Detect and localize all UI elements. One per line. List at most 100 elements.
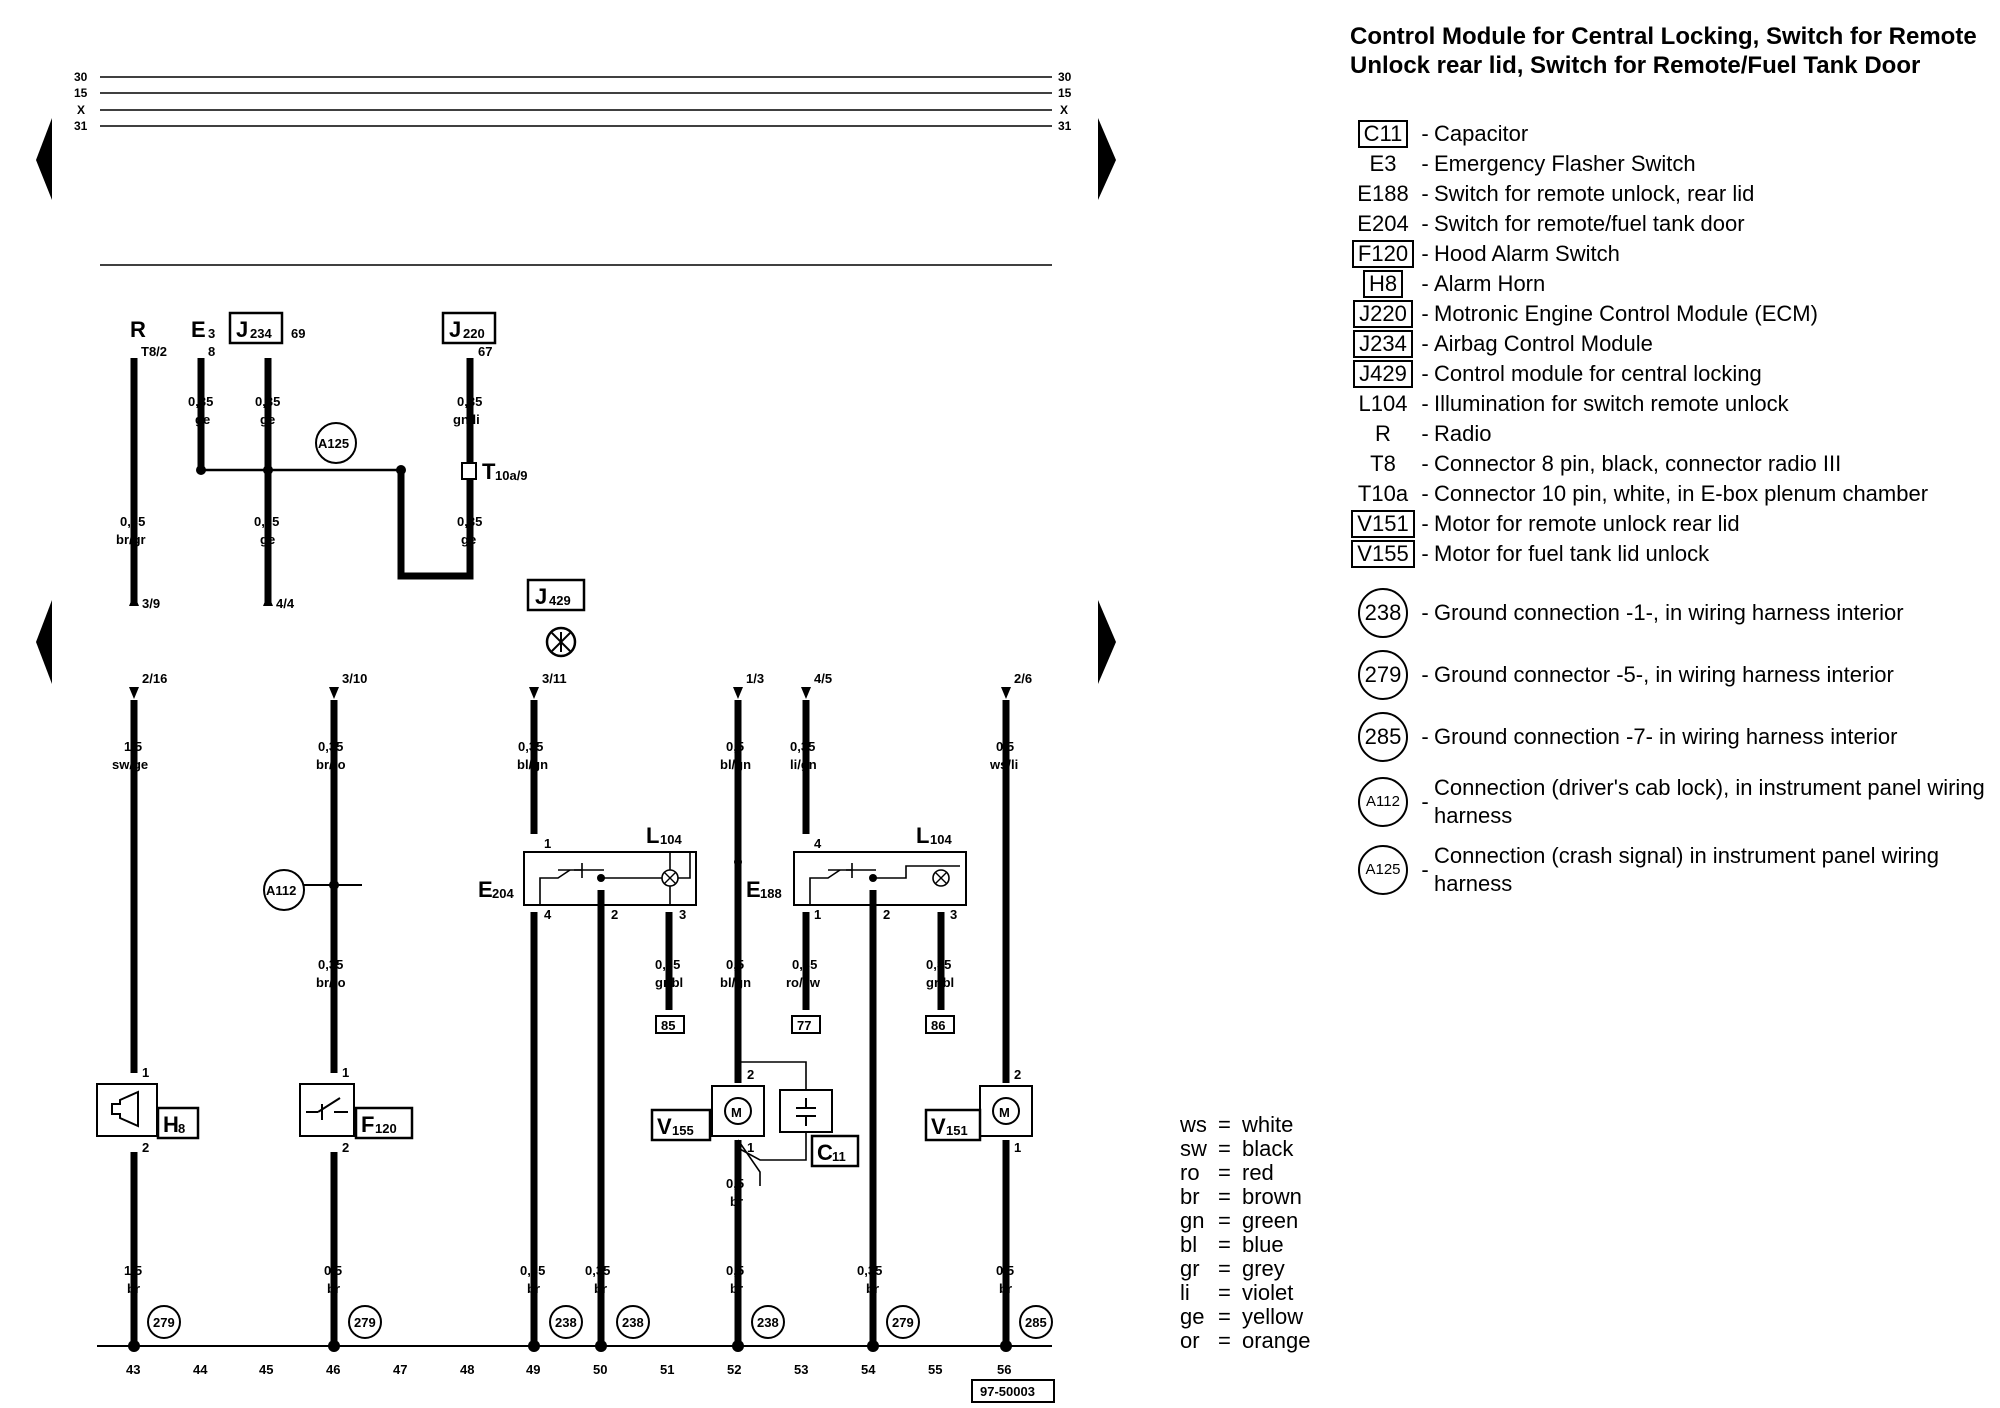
- hood-switch-symbol: [299, 1083, 355, 1137]
- capacitor-icon: [796, 1098, 816, 1126]
- nav-right-arrow-mid[interactable]: [1098, 600, 1116, 684]
- wire-size: 0,35: [790, 739, 815, 754]
- wire-size: 0,5: [726, 1176, 744, 1191]
- wire-size: 1,5: [124, 739, 142, 754]
- wire-color: ro/sw: [786, 975, 821, 990]
- t10a-label: T: [482, 459, 496, 484]
- legend-description: Capacitor: [1434, 121, 1529, 146]
- track-number: 55: [928, 1362, 942, 1377]
- legend-code: R: [1375, 421, 1391, 446]
- pin: 1: [544, 836, 551, 851]
- ground-legend-list: 238-Ground connection -1-, in wiring har…: [1350, 588, 1990, 898]
- h8-label: H: [163, 1112, 179, 1137]
- terminal-label: 86: [931, 1018, 945, 1033]
- rail-label: X: [77, 103, 85, 117]
- legend-item: J220-Motronic Engine Control Module (ECM…: [1350, 300, 1990, 328]
- rail-label: 15: [1058, 86, 1072, 100]
- pin: 2: [611, 907, 618, 922]
- ground-description: Connection (driver's cab lock), in instr…: [1434, 775, 1985, 828]
- legend-code: L104: [1358, 391, 1408, 416]
- e204-switch-module: [523, 851, 697, 906]
- rail-label: 31: [1058, 119, 1072, 133]
- wire-color: br: [594, 1281, 607, 1296]
- wire-color: gn/li: [453, 412, 480, 427]
- color-name: white: [1242, 1112, 1294, 1137]
- color-name: orange: [1242, 1328, 1311, 1353]
- pin: 2: [883, 907, 890, 922]
- wire-size: 0,35: [520, 1263, 545, 1278]
- wire-color: br/gr: [116, 532, 146, 547]
- color-abbr: sw: [1180, 1136, 1207, 1161]
- ground-legend-item: 279-Ground connector -5-, in wiring harn…: [1350, 650, 1990, 700]
- ground-label: 238: [622, 1315, 644, 1330]
- switch-icon: [306, 1097, 348, 1120]
- track-number: 52: [727, 1362, 741, 1377]
- color-abbr: gr: [1180, 1256, 1200, 1281]
- legend-code: E3: [1369, 151, 1397, 176]
- track-number: 53: [794, 1362, 808, 1377]
- color-key-item: ws=white: [1180, 1112, 1294, 1137]
- ground-legend-item: A112-Connection (driver's cab lock), in …: [1350, 774, 1990, 830]
- c11-label: C: [817, 1140, 833, 1165]
- color-key-item: sw=black: [1180, 1136, 1294, 1161]
- pin: 2: [342, 1140, 349, 1155]
- wire-size: 0,5: [996, 739, 1014, 754]
- horn-icon: [111, 1090, 139, 1128]
- top-section: R T8/2 E 3 8 J 234 69 J 220 67 0,35 ge 0…: [116, 311, 586, 658]
- h8-sub: 8: [178, 1121, 185, 1136]
- ground-label: 279: [892, 1315, 914, 1330]
- wire-size: 0,5: [996, 1263, 1014, 1278]
- terminal-label: 77: [797, 1018, 811, 1033]
- legend-code: E204: [1357, 211, 1409, 236]
- pin: 3: [950, 907, 957, 922]
- nav-left-arrow-top[interactable]: [36, 118, 52, 200]
- track-number: 51: [660, 1362, 674, 1377]
- f120-box: [354, 1106, 414, 1140]
- legend-item: L104-Illumination for switch remote unlo…: [1350, 390, 1990, 418]
- ground-code: 238: [1358, 588, 1408, 638]
- v151-sub: 151: [946, 1123, 968, 1138]
- ground-code: 279: [1358, 650, 1408, 700]
- color-key-item: gn=green: [1180, 1208, 1299, 1233]
- legend-item: E3-Emergency Flasher Switch: [1350, 150, 1990, 178]
- j429-box: [526, 578, 586, 612]
- motor-m: M: [731, 1105, 742, 1120]
- wire-size: 1,5: [124, 1263, 142, 1278]
- wire-color: br: [127, 1281, 140, 1296]
- legend-code: H8: [1362, 270, 1404, 298]
- track-number: 56: [997, 1362, 1011, 1377]
- wire-color: ge: [260, 532, 275, 547]
- legend-description: Hood Alarm Switch: [1434, 241, 1620, 266]
- legend-item: V155-Motor for fuel tank lid unlock: [1350, 540, 1990, 568]
- color-name: black: [1242, 1136, 1294, 1161]
- pin: 1: [814, 907, 821, 922]
- nav-right-arrow-top[interactable]: [1098, 118, 1116, 200]
- legend-code: J429: [1353, 360, 1413, 388]
- legend-description: Control module for central locking: [1434, 361, 1762, 386]
- wire-color: br: [327, 1281, 340, 1296]
- ground-label: 279: [354, 1315, 376, 1330]
- ground-legend-item: 238-Ground connection -1-, in wiring har…: [1350, 588, 1990, 638]
- wire-size: 0,35: [457, 514, 482, 529]
- wire-size: 0,5: [726, 1263, 744, 1278]
- color-key-item: bl=blue: [1180, 1232, 1284, 1257]
- wire-color: bl/gn: [720, 757, 751, 772]
- ground-code: A112: [1358, 777, 1408, 827]
- pin: 1: [342, 1065, 349, 1080]
- e188-label: E: [746, 877, 761, 902]
- terminal-box: [655, 1015, 685, 1034]
- j220-pin: 67: [478, 344, 492, 359]
- legend-description: Connector 8 pin, black, connector radio …: [1434, 451, 1842, 476]
- ground-description: Ground connection -7- in wiring harness …: [1434, 724, 1898, 749]
- wire-ref: 1/3: [746, 671, 764, 686]
- nav-left-arrow-mid[interactable]: [36, 600, 52, 684]
- color-key-item: li=violet: [1180, 1280, 1294, 1305]
- alarm-horn-symbol: [96, 1083, 158, 1137]
- legend-description: Alarm Horn: [1434, 271, 1546, 296]
- l104-sub: 104: [660, 832, 682, 847]
- track-number: 50: [593, 1362, 607, 1377]
- wire-size: 0,35: [457, 394, 482, 409]
